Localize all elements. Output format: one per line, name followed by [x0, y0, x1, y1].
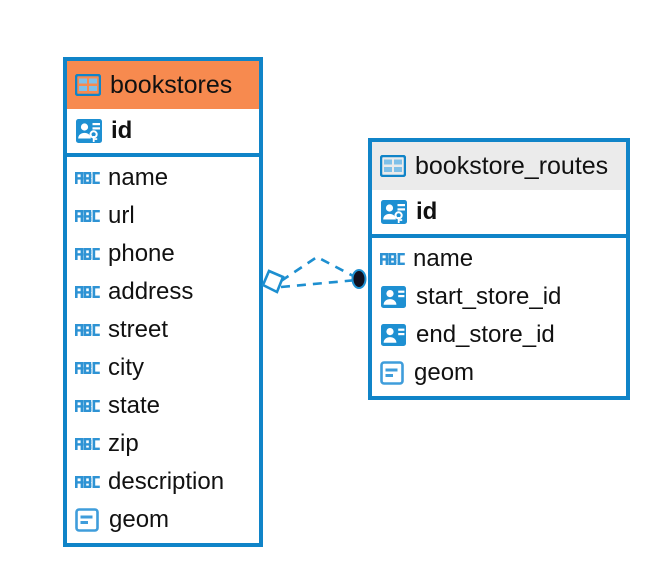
field-row-name[interactable]: name	[67, 159, 259, 197]
table-header-bookstore-routes[interactable]: bookstore_routes	[372, 142, 626, 190]
field-row-city[interactable]: city	[67, 349, 259, 387]
table-header-bookstores[interactable]: bookstores	[67, 61, 259, 109]
table-title: bookstores	[110, 70, 233, 99]
field-row-geom[interactable]: geom	[372, 354, 626, 392]
text-type-icon	[75, 361, 100, 376]
field-label: id	[111, 117, 133, 144]
text-type-icon	[75, 475, 100, 490]
primary-key-icon	[75, 118, 103, 144]
field-row-id[interactable]: id	[67, 109, 259, 153]
field-row-address[interactable]: address	[67, 273, 259, 311]
erd-table-bookstore-routes[interactable]: bookstore_routes id	[368, 138, 630, 400]
field-label: address	[108, 278, 194, 305]
fields-section: name start_store_id	[372, 238, 626, 396]
text-type-icon	[380, 252, 405, 267]
foreign-key-icon	[380, 285, 408, 309]
field-label: name	[108, 164, 169, 191]
field-row-description[interactable]: description	[67, 463, 259, 501]
text-type-icon	[75, 399, 100, 414]
field-label: url	[108, 202, 135, 229]
relationship-target-dot	[351, 269, 367, 289]
text-type-icon	[75, 209, 100, 224]
field-label: id	[416, 198, 438, 225]
field-label: geom	[109, 506, 170, 533]
text-type-icon	[75, 285, 100, 300]
field-row-end-store-id[interactable]: end_store_id	[372, 316, 626, 354]
text-type-icon	[75, 323, 100, 338]
geometry-type-icon	[75, 508, 101, 532]
field-row-street[interactable]: street	[67, 311, 259, 349]
relationship-line-upper	[280, 255, 358, 283]
field-label: name	[413, 245, 474, 272]
text-type-icon	[75, 437, 100, 452]
primary-key-section: id	[67, 109, 259, 157]
relationship-source-diamond	[261, 269, 285, 294]
field-label: zip	[108, 430, 139, 457]
field-label: description	[108, 468, 225, 495]
table-title: bookstore_routes	[415, 151, 609, 180]
table-icon	[75, 74, 101, 96]
field-row-start-store-id[interactable]: start_store_id	[372, 278, 626, 316]
field-label: start_store_id	[416, 283, 562, 310]
field-label: street	[108, 316, 169, 343]
field-row-phone[interactable]: phone	[67, 235, 259, 273]
field-row-url[interactable]: url	[67, 197, 259, 235]
field-label: end_store_id	[416, 321, 555, 348]
field-row-id[interactable]: id	[372, 190, 626, 234]
relationship-line-lower	[280, 278, 358, 289]
field-row-geom[interactable]: geom	[67, 501, 259, 539]
field-row-state[interactable]: state	[67, 387, 259, 425]
text-type-icon	[75, 171, 100, 186]
primary-key-section: id	[372, 190, 626, 238]
field-row-name[interactable]: name	[372, 240, 626, 278]
field-label: phone	[108, 240, 175, 267]
erd-table-bookstores[interactable]: bookstores id	[63, 57, 263, 547]
foreign-key-icon	[380, 323, 408, 347]
fields-section: name	[67, 157, 259, 543]
table-icon	[380, 155, 406, 177]
field-label: geom	[414, 359, 475, 386]
geometry-type-icon	[380, 361, 406, 385]
field-label: state	[108, 392, 161, 419]
field-row-zip[interactable]: zip	[67, 425, 259, 463]
field-label: city	[108, 354, 144, 381]
primary-key-icon	[380, 199, 408, 225]
text-type-icon	[75, 247, 100, 262]
